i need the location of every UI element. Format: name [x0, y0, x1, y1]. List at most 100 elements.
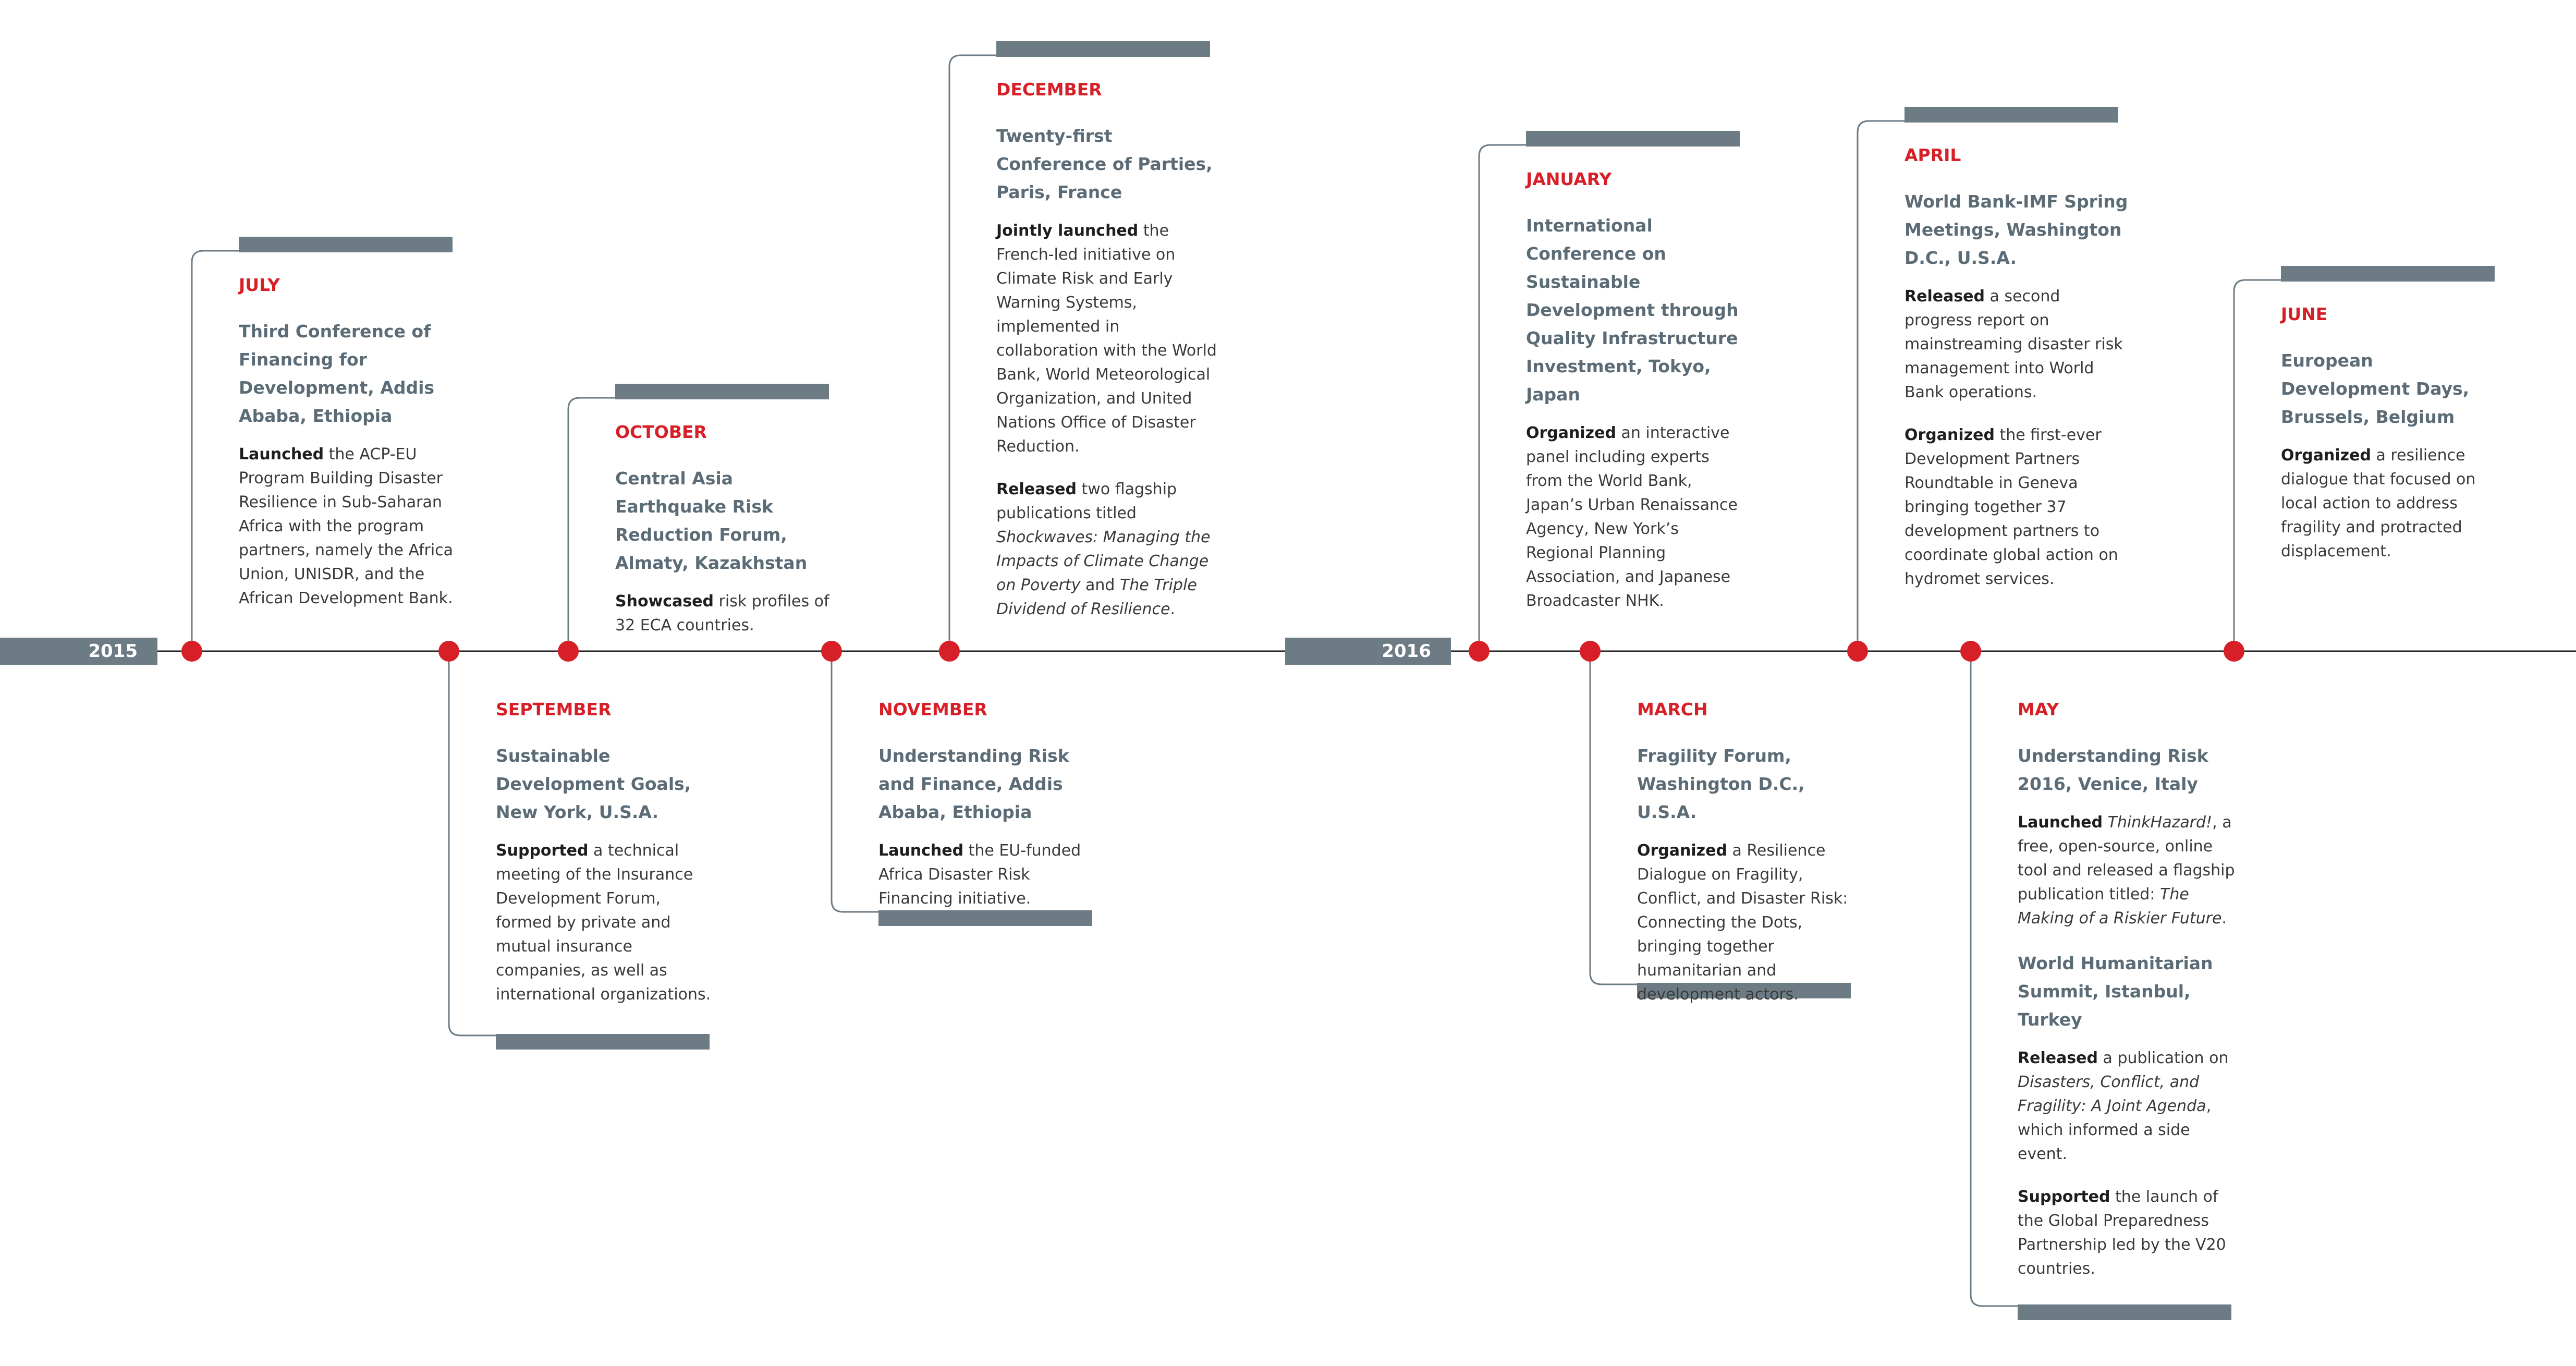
timeline-dot-march[interactable] — [1580, 641, 1601, 662]
timeline-dot-september[interactable] — [438, 641, 459, 662]
timeline-dot-may[interactable] — [1960, 641, 1981, 662]
accent-bar-march — [1637, 983, 1851, 998]
event-lead-verb: Released — [996, 480, 1077, 498]
event-description: Organized an interactive panel including… — [1526, 421, 1750, 613]
event-lead-verb: Supported — [496, 841, 589, 860]
event-description: Launched ThinkHazard!, a free, open-sour… — [2018, 811, 2242, 931]
event-text: . — [2221, 909, 2227, 928]
event-card-may: MAY Understanding Risk 2016, Venice, Ital… — [2018, 699, 2242, 1300]
connector-march — [1589, 651, 1637, 985]
publication-title: The Triple Dividend of Resilience — [996, 576, 1197, 618]
event-description: Supported a technical meeting of the Ins… — [496, 839, 720, 1007]
event-title: Third Conference of Financing for Develo… — [239, 321, 435, 426]
connector-october — [567, 397, 615, 651]
event-description: Jointly launched the French-led initiati… — [996, 219, 1220, 459]
accent-bar-april — [1904, 107, 2118, 123]
connector-november — [831, 651, 878, 913]
event-description: Released a second progress report on mai… — [1904, 285, 2129, 405]
event-month: MAY — [2018, 699, 2059, 719]
connector-september — [448, 651, 496, 1036]
event-month: JANUARY — [1526, 169, 1612, 189]
event-month: JUNE — [2281, 304, 2328, 324]
accent-bar-july — [239, 237, 453, 252]
event-text: a Resilience Dialogue on Fragility, Conf… — [1637, 841, 1848, 1004]
connector-april — [1857, 120, 1904, 651]
timeline-dot-january[interactable] — [1469, 641, 1490, 662]
event-month: DECEMBER — [996, 79, 1102, 100]
event-description: Organized the first-ever Development Par… — [1904, 423, 2129, 591]
event-month: APRIL — [1904, 145, 1961, 165]
event-description: Organized a Resilience Dialogue on Fragi… — [1637, 839, 1861, 1007]
event-text: a publication on — [2098, 1049, 2229, 1067]
year-label-2015: 2015 — [0, 638, 157, 665]
event-text: the EU-funded Africa Disaster Risk Finan… — [878, 841, 1081, 908]
timeline-dot-october[interactable] — [558, 641, 579, 662]
event-title: European Development Days, Brussels, Bel… — [2281, 350, 2470, 427]
timeline-dot-november[interactable] — [821, 641, 842, 662]
event-text: an interactive panel including experts f… — [1526, 424, 1738, 610]
event-text: . — [1170, 600, 1175, 618]
connector-january — [1478, 144, 1526, 651]
event-description: Released two flagship publications title… — [996, 478, 1220, 621]
timeline-dot-december[interactable] — [939, 641, 960, 662]
event-text: and — [1080, 576, 1120, 594]
event-month: OCTOBER — [615, 422, 707, 442]
event-title: Understanding Risk 2016, Venice, Italy — [2018, 746, 2208, 794]
accent-bar-june — [2281, 266, 2495, 282]
event-text: the first-ever Development Partners Roun… — [1904, 426, 2118, 588]
event-lead-verb: Organized — [2281, 446, 2371, 465]
timeline-dot-april[interactable] — [1847, 641, 1868, 662]
timeline-dot-july[interactable] — [181, 641, 202, 662]
publication-title: ThinkHazard! — [2107, 813, 2213, 832]
event-card-march: MARCH Fragility Forum, Washington D.C., U… — [1637, 699, 1861, 1026]
accent-bar-december — [996, 41, 1210, 57]
accent-bar-january — [1526, 131, 1740, 147]
event-text: a resilience dialogue that focused on lo… — [2281, 446, 2476, 560]
event-description: Showcased risk profiles of 32 ECA countr… — [615, 590, 839, 638]
event-text: the French-led initiative on Climate Ris… — [996, 222, 1217, 456]
event-lead-verb: Supported — [2018, 1188, 2110, 1206]
event-text: the ACP-EU Program Building Disaster Res… — [239, 445, 454, 607]
event-title: Sustainable Development Goals, New York,… — [496, 746, 691, 822]
connector-july — [191, 250, 239, 651]
publication-title: The Making of a Riskier Future — [2018, 885, 2222, 928]
event-card-july: JULY Third Conference of Financing for De… — [239, 275, 463, 629]
event-card-september: SEPTEMBER Sustainable Development Goals, … — [496, 699, 720, 1026]
event-month: NOVEMBER — [878, 699, 987, 719]
event-card-november: NOVEMBER Understanding Risk and Finance, … — [878, 699, 1103, 930]
event-title: World Humanitarian Summit, Istanbul, Tur… — [2018, 953, 2213, 1030]
accent-bar-november — [878, 910, 1092, 926]
event-text: a technical meeting of the Insurance Dev… — [496, 841, 711, 1004]
event-lead-verb: Released — [1904, 287, 1985, 306]
event-description: Released a publication on Disasters, Con… — [2018, 1046, 2242, 1166]
event-title: Fragility Forum, Washington D.C., U.S.A. — [1637, 746, 1805, 822]
event-lead-verb: Organized — [1637, 841, 1727, 860]
publication-title: Disasters, Conflict, and Fragility: A Jo… — [2018, 1073, 2206, 1115]
event-description: Launched the ACP-EU Program Building Dis… — [239, 443, 463, 611]
year-label-2016: 2016 — [1285, 638, 1451, 665]
event-text: the launch of the Global Preparedness Pa… — [2018, 1188, 2226, 1278]
event-lead-verb: Released — [2018, 1049, 2098, 1067]
event-title: Understanding Risk and Finance, Addis Ab… — [878, 746, 1069, 822]
event-title: Twenty-first Conference of Parties, Pari… — [996, 126, 1213, 202]
event-month: SEPTEMBER — [496, 699, 612, 719]
event-month: MARCH — [1637, 699, 1708, 719]
event-lead-verb: Launched — [2018, 813, 2103, 832]
event-title: International Conference on Sustainable … — [1526, 215, 1739, 405]
connector-may — [1970, 651, 2018, 1307]
event-lead-verb: Launched — [878, 841, 964, 860]
event-month: JULY — [239, 275, 280, 295]
event-text — [2103, 813, 2108, 832]
timeline-dot-june[interactable] — [2224, 641, 2244, 662]
event-text: risk profiles of 32 ECA countries. — [615, 592, 829, 635]
event-text: , a free, open-source, online tool and r… — [2018, 813, 2235, 904]
accent-bar-september — [496, 1034, 710, 1050]
event-text: , which informed a side event. — [2018, 1097, 2212, 1163]
event-lead-verb: Organized — [1526, 424, 1616, 442]
event-description: Launched the EU-funded Africa Disaster R… — [878, 839, 1103, 911]
event-title: Central Asia Earthquake Risk Reduction F… — [615, 468, 808, 573]
event-card-january: JANUARY International Conference on Susta… — [1526, 169, 1750, 632]
connector-december — [948, 54, 996, 651]
